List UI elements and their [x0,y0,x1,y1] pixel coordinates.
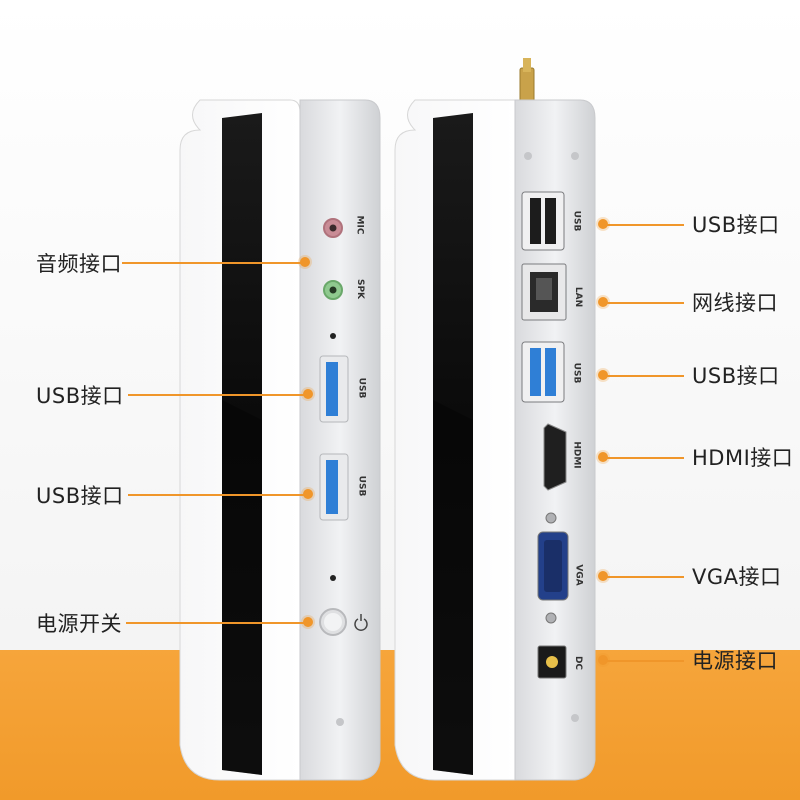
callout-usb-bottom-line [606,375,684,377]
callout-lan-dot [598,297,608,307]
status-led [330,333,336,339]
screw-icon [524,152,532,160]
vga-screw [545,612,557,624]
callout-audio-line [122,262,302,264]
callout-dc-label: 电源接口 [692,649,778,673]
callout-usb-b-line [128,494,304,496]
left-device-side-panel [299,99,381,781]
callout-usb-a-line [128,394,304,396]
callout-usb-a-dot [303,389,313,399]
callout-audio-label: 音频接口 [36,252,122,276]
callout-hdmi-line [606,457,684,459]
screw-icon [336,718,344,726]
usb-port-label: USB [356,377,367,399]
callout-hdmi-dot [598,452,608,462]
right-device-stripe-reflection [433,400,473,775]
screw-icon [571,152,579,160]
callout-usb-a-label: USB接口 [36,384,124,408]
callout-usb-bottom-dot [598,370,608,380]
left-device-stripe-reflection [222,400,262,775]
callout-lan-label: 网线接口 [692,291,778,315]
right-device-black-stripe [433,113,473,775]
callout-power-label: 电源开关 [36,612,122,636]
callout-usb-b-dot [303,489,313,499]
callout-lan-line [606,302,684,304]
rear-usb-port-bottom [521,341,565,403]
callout-usb-top-dot [598,219,608,229]
mic-port-label: MIC [354,215,365,235]
callout-audio-dot [300,257,310,267]
lan-label: LAN [573,286,584,308]
rear-usb-port-top [521,191,565,251]
callout-usb-top-label: USB接口 [692,213,780,237]
status-led-2 [330,575,336,581]
power-icon [354,614,368,631]
hdmi-port [543,423,567,491]
rear-usb-label: USB [571,210,582,232]
callout-power-dot [303,617,313,627]
callout-power-line [126,622,304,624]
callout-vga-label: VGA接口 [692,565,782,589]
dc-label: DC [573,655,584,671]
callout-hdmi-label: HDMI接口 [692,446,794,470]
right-device [394,58,596,781]
screw-icon [571,714,579,722]
left-device-black-stripe [222,113,262,775]
vga-label: VGA [573,564,584,586]
callout-usb-bottom-label: USB接口 [692,364,780,388]
usb-port-label: USB [356,475,367,497]
rear-usb-label: USB [571,362,582,384]
callout-usb-top-line [606,224,684,226]
left-device [179,99,381,781]
callout-vga-line [606,576,684,578]
callout-dc-line [606,660,684,662]
spk-port-label: SPK [355,278,366,300]
hdmi-label: HDMI [571,441,582,469]
callout-vga-dot [598,571,608,581]
vga-screw [545,512,557,524]
callout-usb-b-label: USB接口 [36,484,124,508]
callout-dc-dot [598,655,608,665]
